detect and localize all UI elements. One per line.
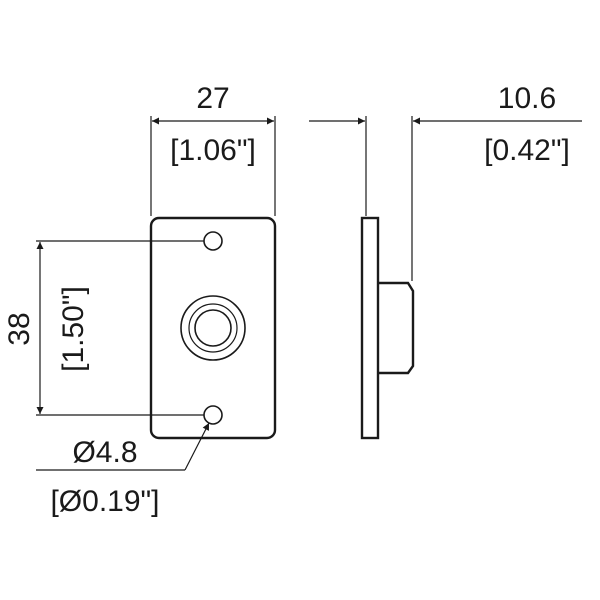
front-view	[149, 216, 277, 440]
side-view	[360, 216, 415, 440]
depth-metric-label: 10.6	[498, 82, 556, 115]
height-imperial-label: [1.50"]	[57, 286, 90, 372]
diameter-metric-label: Ø4.8	[72, 436, 137, 469]
width-imperial-label: [1.06"]	[170, 134, 256, 167]
top-screw-hole	[203, 231, 223, 251]
side-plate-outline	[360, 216, 380, 440]
depth-imperial-label: [0.42"]	[484, 134, 570, 167]
bottom-screw-hole	[203, 405, 223, 425]
width-dimension: 27 [1.06"]	[150, 82, 276, 216]
diameter-leader-diagonal	[184, 422, 210, 471]
side-button-profile	[378, 281, 415, 375]
button-inner-ring	[194, 309, 232, 347]
height-metric-label: 38	[3, 312, 36, 345]
height-dimension: 38 [1.50"]	[3, 240, 204, 416]
width-metric-label: 27	[196, 82, 229, 115]
diameter-imperial-label: [Ø0.19"]	[50, 485, 159, 518]
button-mid-ring	[188, 303, 238, 353]
front-plate-outline	[149, 216, 277, 440]
button-outer-ring	[180, 295, 246, 361]
hole-diameter-callout: Ø4.8 [Ø0.19"]	[36, 422, 210, 518]
depth-dimension: 10.6 [0.42"]	[309, 82, 582, 281]
